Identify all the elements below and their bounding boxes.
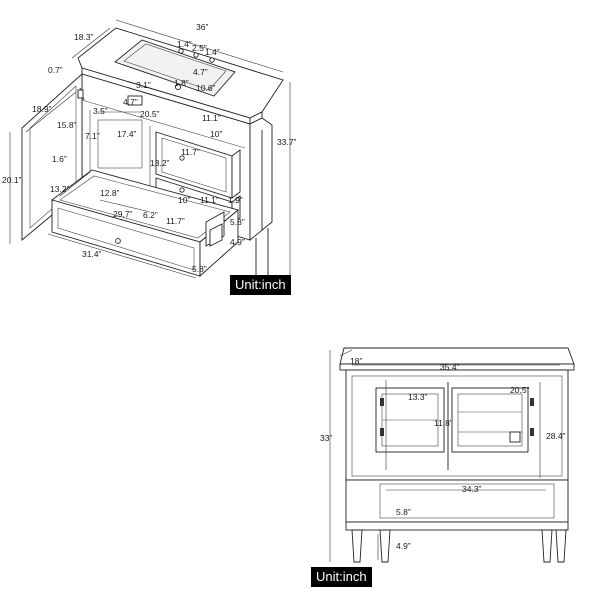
drawer-slot	[127, 95, 143, 106]
dim-label: 4.7”	[193, 67, 208, 77]
leg	[541, 529, 553, 563]
dim-label: 5.8”	[396, 507, 411, 517]
dim-label: 31.4”	[82, 249, 102, 259]
cabinet-compartment	[97, 119, 143, 169]
door-hinge	[530, 398, 534, 406]
dim-label: 35.4”	[440, 362, 460, 372]
dim-label: 10.6”	[196, 83, 216, 93]
dim-label: 5.8”	[192, 264, 207, 274]
dim-label: 1.4”	[205, 47, 220, 57]
dim-label: 1.8”	[174, 78, 189, 88]
dim-label: 12.8”	[100, 188, 120, 198]
dim-label: 7.1”	[85, 131, 100, 141]
leg	[555, 529, 567, 563]
dim-label: 18.9”	[32, 104, 52, 114]
unit-label: Unit:inch	[230, 275, 291, 295]
isometric-vanity-drawing	[9, 19, 291, 291]
dim-label: 1.9”	[228, 195, 243, 205]
leg	[379, 529, 391, 563]
dim-label: 15.8”	[57, 120, 77, 130]
dim-label: 11.7”	[166, 216, 185, 226]
dim-label: 18.3”	[74, 32, 94, 42]
leg	[351, 529, 363, 563]
dim-label: 0.7”	[48, 65, 63, 75]
drawer-slide	[509, 431, 521, 443]
sink-basin	[114, 39, 236, 97]
dim-label: 2.5”	[192, 43, 207, 53]
dim-label: 4.9”	[230, 237, 245, 247]
front-elevation-drawing	[329, 347, 575, 563]
dim-label: 17.4”	[117, 129, 137, 139]
front-dimension-labels: 18” 35.4” 20.5” 13.3” 11.8” 33” 28.4” 34…	[320, 356, 566, 551]
drawer-knob	[179, 155, 185, 161]
faucet-hole	[193, 52, 199, 58]
dim-label: 13.2”	[50, 184, 70, 194]
dim-label: 33”	[320, 433, 332, 443]
dim-label: 29.7”	[113, 209, 133, 219]
dim-label: 20.1”	[2, 175, 22, 185]
dim-label: 10”	[210, 129, 222, 139]
door-hinge	[380, 428, 384, 436]
top-dimension-labels: 36” 18.3” 1.4” 2.5” 1.4” 4.7” 0.7” 1.8” …	[2, 22, 297, 274]
dim-label: 4.9”	[396, 541, 411, 551]
door-hinge	[380, 398, 384, 406]
dim-label: 11.8”	[434, 418, 453, 428]
faucet-hole	[178, 48, 184, 54]
dim-label: 13.2”	[150, 158, 170, 168]
dim-label: 11.1”	[200, 195, 219, 205]
dim-label: 11.1”	[202, 113, 221, 123]
dim-label: 5.8”	[230, 217, 245, 227]
dim-label: 6.2”	[143, 210, 158, 220]
faucet-hole	[209, 57, 215, 63]
dim-label: 11.7”	[181, 147, 200, 157]
dim-label: 36”	[196, 22, 208, 32]
cabinet-side	[249, 117, 273, 241]
dim-label: 4.7”	[123, 97, 138, 107]
unit-label: Unit:inch	[311, 567, 372, 587]
dim-label: 18”	[350, 356, 362, 366]
drawer-knob	[179, 187, 185, 193]
dim-label: 3.1”	[136, 80, 151, 90]
dim-label: 1.4”	[177, 39, 192, 49]
door-hinge	[530, 428, 534, 436]
drain-icon	[174, 83, 182, 91]
dim-label: 33.7”	[277, 137, 297, 147]
dim-label: 1.6”	[52, 154, 67, 164]
door-hinge	[77, 89, 84, 99]
dim-label: 20.5”	[140, 109, 160, 119]
dim-label: 13.3”	[408, 392, 428, 402]
dim-label: 34.3”	[462, 484, 482, 494]
dim-label: 20.5”	[510, 385, 530, 395]
dim-label: 3.5”	[93, 106, 108, 116]
dim-label: 10”	[178, 195, 190, 205]
drawer-knob	[115, 238, 121, 244]
dim-label: 28.4”	[546, 431, 566, 441]
